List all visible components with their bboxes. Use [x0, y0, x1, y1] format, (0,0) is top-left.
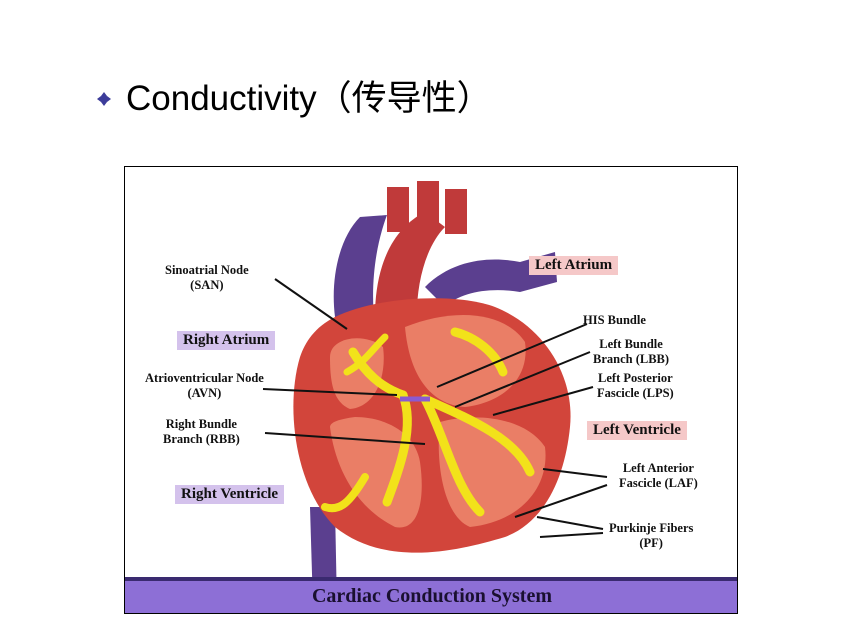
- label-left-posterior-fascicle: Left Posterior Fascicle (LPS): [597, 371, 674, 400]
- title-text: Conductivity（传导性）: [126, 78, 492, 118]
- region-right-ventricle: Right Ventricle: [175, 485, 285, 504]
- label-left-anterior-fascicle: Left Anterior Fascicle (LAF): [619, 461, 698, 490]
- caption-band: Cardiac Conduction System: [125, 577, 737, 613]
- region-left-atrium: Left Atrium: [529, 256, 619, 275]
- region-left-ventricle: Left Ventricle: [587, 421, 687, 440]
- region-right-atrium: Right Atrium: [177, 331, 276, 350]
- label-his-bundle: HIS Bundle: [583, 313, 646, 327]
- label-sinoatrial-node: Sinoatrial Node (SAN): [165, 263, 249, 292]
- label-purkinje-fibers: Purkinje Fibers (PF): [609, 521, 694, 550]
- figure-caption: Cardiac Conduction System: [311, 585, 552, 607]
- cardiac-conduction-figure: Sinoatrial Node (SAN) Atrioventricular N…: [124, 166, 738, 614]
- heart-illustration: [262, 181, 608, 607]
- label-left-bundle-branch: Left Bundle Branch (LBB): [593, 337, 670, 366]
- diamond-bullet-icon: [97, 92, 111, 106]
- slide-title: Conductivity（传导性）: [96, 70, 492, 120]
- label-atrioventricular-node: Atrioventricular Node (AVN): [145, 371, 264, 400]
- label-right-bundle-branch: Right Bundle Branch (RBB): [163, 417, 240, 446]
